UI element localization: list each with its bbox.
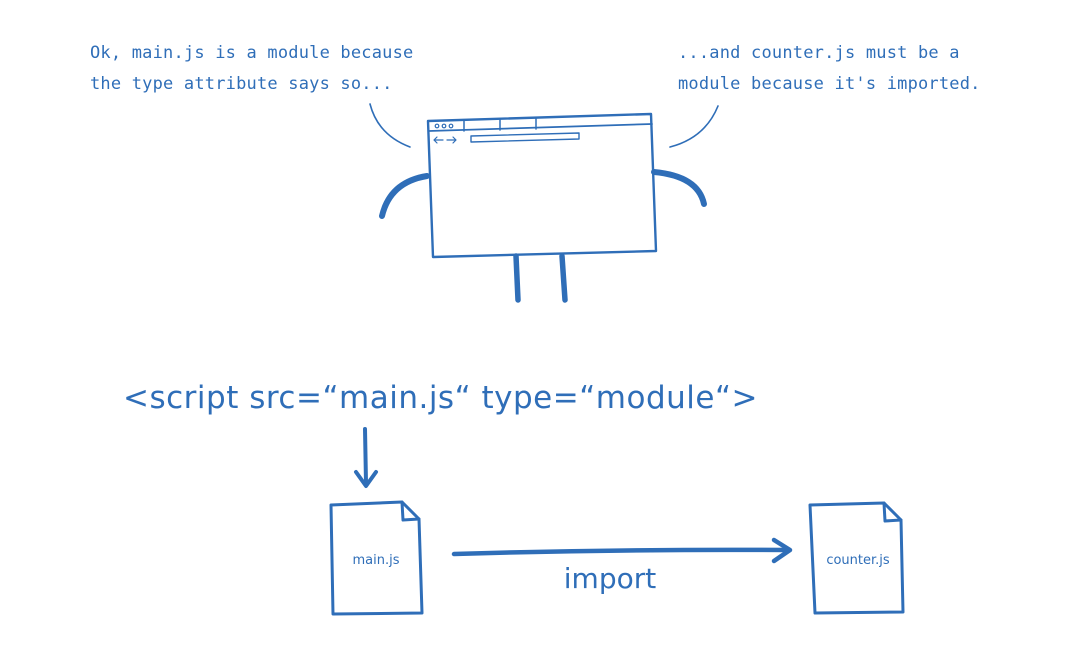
import-arrow-icon: [451, 537, 793, 564]
speech-line: the type attribute says so...: [90, 74, 393, 94]
file-fold-corner: [882, 501, 903, 523]
main-js-file-label: main.js: [352, 553, 400, 568]
character-address-bar: [470, 132, 580, 143]
character-forward-arrow-icon: [446, 136, 457, 144]
file-icon: [808, 501, 905, 615]
script-tag-code: <script src=“main.js“ type=“module“>: [123, 380, 758, 416]
speech-tail-left: [369, 103, 411, 148]
counter-js-file-label: counter.js: [826, 553, 890, 568]
character-left-leg: [513, 253, 521, 303]
file-icon: [329, 500, 424, 616]
speech-tail-right: [669, 105, 719, 148]
down-arrow-icon: [354, 427, 378, 488]
character-window-dot: [441, 123, 447, 129]
speech-bubble-main: Ok, main.js is a module because the type…: [90, 38, 450, 100]
character-right-leg: [559, 253, 568, 303]
character-title-bar: [428, 123, 653, 132]
import-edge-label: import: [563, 562, 657, 595]
character-window-frame: [426, 112, 658, 259]
character-back-arrow-icon: [433, 136, 444, 144]
speech-bubble-counter: ...and counter.js must be a module becau…: [678, 38, 1008, 100]
speech-line: module because it's imported.: [678, 74, 981, 94]
character-window-dot: [448, 123, 454, 129]
speech-line: ...and counter.js must be a: [678, 43, 960, 63]
browser-window-character-icon: [379, 112, 707, 303]
file-fold-corner: [400, 500, 421, 522]
character-right-arm: [651, 169, 707, 207]
speech-line: Ok, main.js is a module because: [90, 43, 414, 63]
character-window-dot: [434, 123, 440, 129]
character-left-arm: [379, 173, 430, 219]
